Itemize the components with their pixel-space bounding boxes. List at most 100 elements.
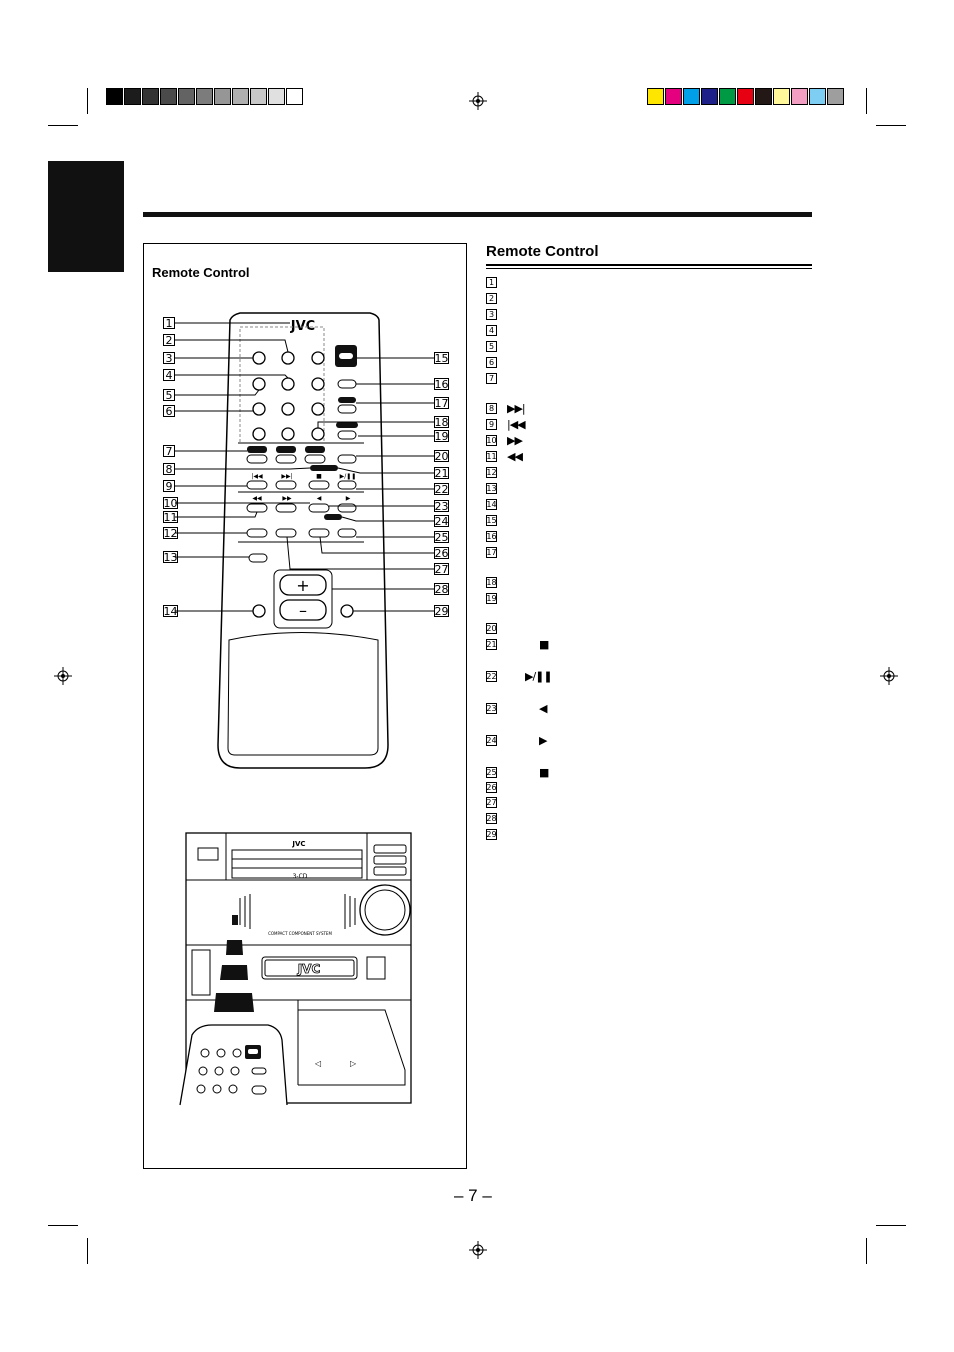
callout-number: 22: [434, 482, 449, 496]
index-item: 5: [486, 340, 497, 352]
index-number: 28: [486, 812, 497, 824]
crop-mark: [876, 1225, 906, 1226]
index-item: 18: [486, 576, 497, 588]
crop-mark: [87, 88, 88, 114]
index-number: 12: [486, 466, 497, 478]
index-item: 21■: [486, 638, 549, 651]
callout-number: 7: [163, 445, 175, 458]
index-item: 6: [486, 356, 497, 368]
button-symbol-icon: ▶▶: [507, 433, 523, 447]
callout-number: 1: [163, 317, 175, 330]
callout-number: 8: [163, 463, 175, 476]
index-item: 8▶▶|: [486, 401, 526, 415]
button-symbol-icon: ▶: [539, 733, 548, 747]
callout-number: 9: [163, 480, 175, 493]
index-item: 13: [486, 482, 497, 494]
callout-number: 14: [163, 604, 178, 618]
calibration-swatch: [232, 88, 249, 105]
registration-mark-icon: [880, 667, 898, 685]
index-number: 5: [486, 340, 497, 352]
callout-number: 23: [434, 499, 449, 513]
index-number: 1: [486, 276, 497, 288]
callout-number: 4: [163, 369, 175, 382]
index-item: 15: [486, 514, 497, 526]
index-number: 22: [486, 670, 497, 682]
index-item: 3: [486, 308, 497, 320]
button-symbol-icon: ▶▶|: [507, 401, 526, 415]
unit-window-logo: JVC: [297, 962, 321, 976]
calibration-swatch: [178, 88, 195, 105]
callout-number: 3: [163, 352, 175, 365]
calibration-swatch: [196, 88, 213, 105]
registration-mark-icon: [469, 1241, 487, 1259]
index-item: 16: [486, 530, 497, 542]
calibration-swatch: [755, 88, 772, 105]
svg-text:+: +: [296, 576, 309, 595]
figure-title: Remote Control: [152, 265, 250, 280]
language-tab: [48, 161, 124, 272]
svg-text:■: ■: [316, 473, 322, 480]
index-number: 17: [486, 546, 497, 558]
button-symbol-icon: ▶/❚❚: [525, 669, 553, 683]
gray-calibration-bar: [106, 88, 304, 105]
button-symbol-icon: ■: [539, 765, 549, 779]
index-item: 20: [486, 622, 497, 634]
index-item: 1: [486, 276, 497, 288]
index-number: 11: [486, 450, 497, 462]
page-number: – 7 –: [454, 1186, 492, 1205]
callout-number: 25: [434, 530, 449, 544]
index-number: 19: [486, 592, 497, 604]
figure-frame: [143, 243, 467, 1169]
stereo-unit-illustration: JVC 3-CD COMPACT COMPONENT SYSTEM JVC ◁ …: [179, 832, 412, 1106]
index-number: 21: [486, 638, 497, 650]
svg-text:◀: ◀: [317, 495, 322, 502]
svg-text:▶▶: ▶▶: [282, 495, 292, 502]
header-rule: [143, 212, 812, 217]
callout-number: 10: [163, 496, 178, 510]
calibration-swatch: [286, 88, 303, 105]
index-item: 10▶▶: [486, 433, 523, 447]
index-number: 18: [486, 576, 497, 588]
index-item: 14: [486, 498, 497, 510]
index-item: 26: [486, 781, 497, 793]
index-number: 25: [486, 766, 497, 778]
calibration-swatch: [250, 88, 267, 105]
index-item: 19: [486, 592, 497, 604]
callout-number: 13: [163, 550, 178, 564]
crop-mark: [866, 1238, 867, 1264]
callout-number: 17: [434, 396, 449, 410]
callout-number: 16: [434, 377, 449, 391]
index-number: 16: [486, 530, 497, 542]
index-number: 23: [486, 702, 497, 714]
index-item: 17: [486, 546, 497, 558]
svg-text:▷: ▷: [350, 1059, 357, 1068]
svg-text:▶/❚❚: ▶/❚❚: [340, 473, 357, 480]
crop-mark: [87, 1238, 88, 1264]
registration-mark-icon: [469, 92, 487, 110]
index-number: 14: [486, 498, 497, 510]
index-item: 22 ▶/❚❚: [486, 669, 553, 683]
index-item: 24▶: [486, 733, 548, 747]
index-number: 15: [486, 514, 497, 526]
index-number: 27: [486, 796, 497, 808]
callout-number: 11: [163, 510, 178, 524]
unit-brand-logo: JVC: [291, 840, 305, 848]
callout-number: 15: [434, 351, 449, 365]
index-item: 28: [486, 812, 497, 824]
svg-text:◁: ◁: [314, 1059, 321, 1068]
svg-text:◀◀: ◀◀: [252, 495, 262, 502]
calibration-swatch: [124, 88, 141, 105]
index-number: 13: [486, 482, 497, 494]
index-item: 23◀: [486, 702, 548, 715]
index-item: 12: [486, 466, 497, 478]
calibration-swatch: [791, 88, 808, 105]
unit-subtitle: COMPACT COMPONENT SYSTEM: [268, 931, 332, 936]
remote-control-illustration: JVC |◀◀▶▶|■▶/❚❚ ◀◀▶▶◀▶ + –: [175, 312, 434, 769]
callout-number: 5: [163, 389, 175, 402]
index-item: 4: [486, 324, 497, 336]
calibration-swatch: [773, 88, 790, 105]
color-calibration-bar: [647, 88, 845, 105]
index-number: 20: [486, 622, 497, 634]
index-item: 25 ■: [486, 765, 549, 779]
index-item: 7: [486, 372, 497, 384]
